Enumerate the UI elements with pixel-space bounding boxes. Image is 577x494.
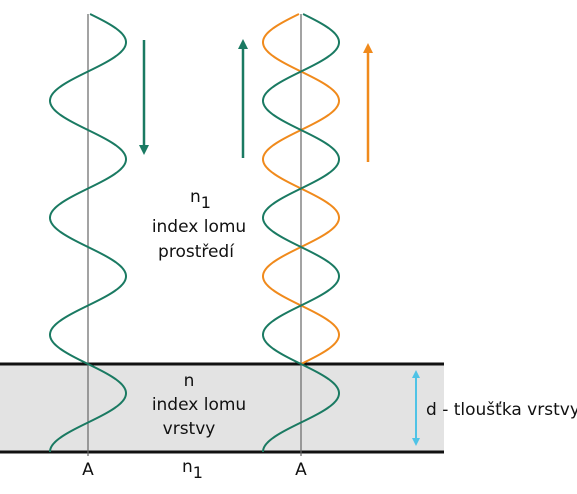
bottom-n-label: n1 (182, 457, 203, 482)
reflected-wave-green (261, 13, 341, 453)
point-a-right-label: A (295, 460, 307, 480)
thickness-label: d - tloušťka vrstvy (426, 400, 577, 420)
incident-wave-green (48, 13, 128, 453)
medium-index-label: index lomu (152, 217, 246, 237)
point-a-left-label: A (82, 460, 94, 480)
layer-index-label: index lomu (152, 395, 246, 415)
layer-name-label: vrstvy (163, 419, 216, 439)
thin-layer-band (0, 364, 444, 452)
medium-n-label: n1 (190, 187, 211, 212)
medium-name-label: prostředí (158, 242, 235, 262)
layer-n-label: n (184, 371, 195, 391)
